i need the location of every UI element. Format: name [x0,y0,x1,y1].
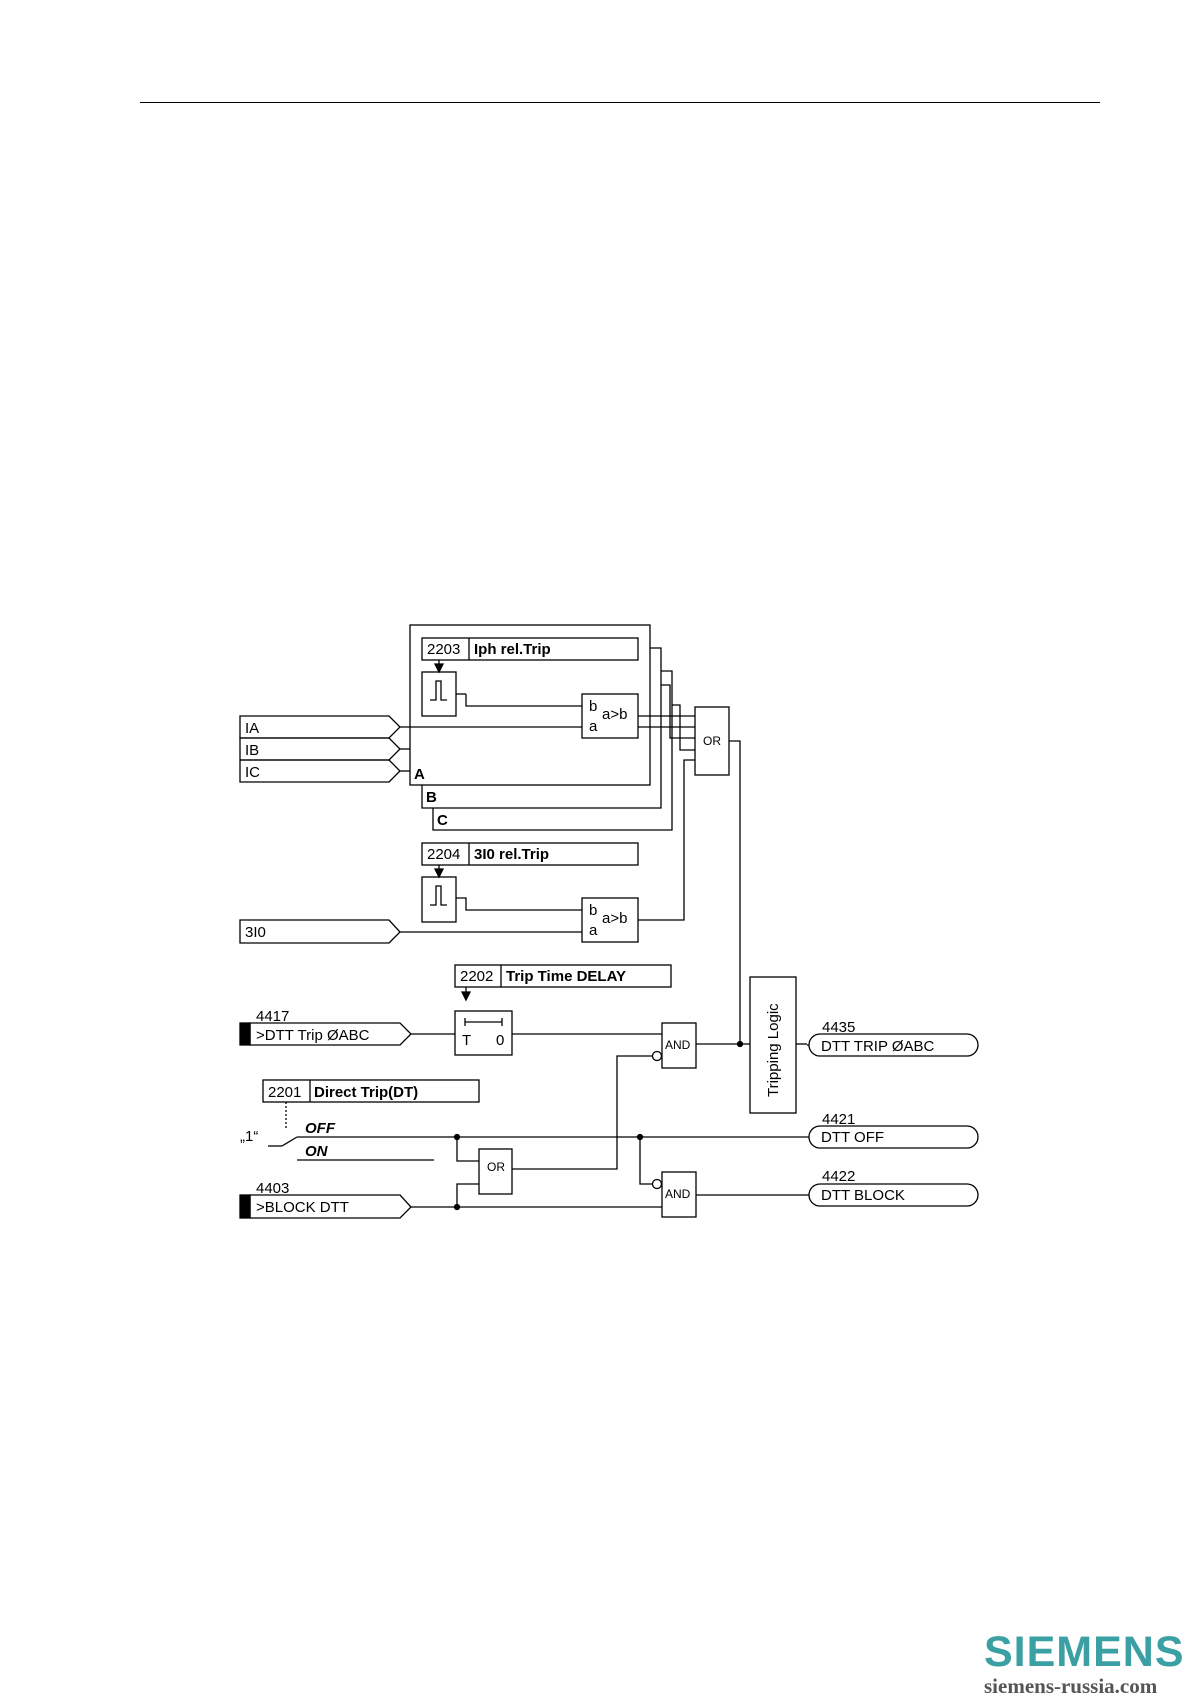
or-gate-1-label: OR [703,734,721,748]
phase-c-box [433,671,672,830]
comp-b: b [589,698,597,715]
output-off-label: DTT OFF [821,1129,884,1146]
param-2201-label: Direct Trip(DT) [314,1084,418,1101]
phase-c-label: C [437,812,448,829]
comp-rel: a>b [602,706,627,723]
timer-zero: 0 [496,1032,504,1049]
phase-a-label: A [414,766,425,783]
input-ia-label: IA [245,720,259,737]
output-block-number: 4422 [822,1168,855,1185]
input-ia-arrow [240,716,400,738]
threshold-symbol-iph [422,672,456,716]
logo-word: SIEMENS [984,1630,1184,1674]
input-ic-label: IC [245,764,260,781]
switch-off-label: OFF [305,1120,336,1137]
input-dtt-trip-label: >DTT Trip ØABC [256,1027,370,1044]
input-dtt-trip-number: 4417 [256,1008,289,1025]
input-block-label: >BLOCK DTT [256,1199,349,1216]
timer-t: T [462,1032,471,1049]
logo-url: siemens-russia.com [984,1674,1184,1698]
output-off-number: 4421 [822,1111,855,1128]
param-2201-number: 2201 [268,1084,301,1101]
switch-on-label: ON [305,1143,329,1160]
param-2202-label: Trip Time DELAY [506,968,626,985]
param-2203-number: 2203 [427,641,460,658]
output-trip-label: DTT TRIP ØABC [821,1038,935,1055]
input-ib-arrow [240,738,400,760]
param-2202-number: 2202 [460,968,493,985]
input-ic-arrow [240,760,400,782]
const-one-label: „1“ [240,1128,258,1145]
param-2203-label: Iph rel.Trip [474,641,551,658]
threshold-symbol-3i0 [422,877,456,922]
input-ib-label: IB [245,742,259,759]
phase-b-label: B [426,789,437,806]
siemens-logo: SIEMENS siemens-russia.com [984,1630,1184,1698]
and-gate-1-label: AND [665,1038,691,1052]
input-block-number: 4403 [256,1180,289,1197]
comp2-rel: a>b [602,910,627,927]
comp-a: a [589,718,598,735]
comp2-a: a [589,922,598,939]
param-2204-number: 2204 [427,846,460,863]
phase-b-box [422,648,661,808]
output-block-label: DTT BLOCK [821,1187,905,1204]
comp2-b: b [589,902,597,919]
tripping-logic-label: Tripping Logic [765,1003,782,1097]
param-2204-label: 3I0 rel.Trip [474,846,549,863]
or-gate-2-label: OR [487,1160,505,1174]
and-gate-2-label: AND [665,1187,691,1201]
input-3i0-label: 3I0 [245,924,266,941]
output-trip-number: 4435 [822,1019,855,1036]
